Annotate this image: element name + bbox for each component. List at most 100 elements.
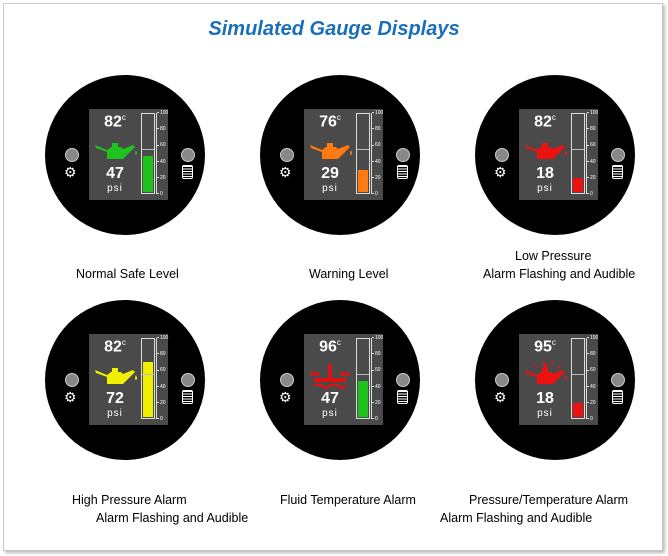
scale-tick: 40 <box>587 159 596 165</box>
menu-icon[interactable] <box>182 165 193 179</box>
scale-tick: 80 <box>372 126 381 132</box>
left-button[interactable] <box>280 373 294 387</box>
scale-tick: 20 <box>587 175 596 181</box>
gauge-caption: Alarm Flashing and Audible <box>96 511 249 525</box>
gear-icon[interactable]: ⚙ <box>279 389 292 405</box>
pressure-unit: psi <box>537 183 553 194</box>
pressure-bar <box>141 113 155 194</box>
right-button[interactable] <box>396 148 410 162</box>
scale-tick: 100 <box>587 335 598 341</box>
right-button[interactable] <box>396 373 410 387</box>
gauge-screen: 82c 18 psi 100 80 60 40 20 0 <box>519 109 598 200</box>
scale-tick: 80 <box>587 351 596 357</box>
threshold-line <box>572 374 584 376</box>
left-button[interactable] <box>280 148 294 162</box>
threshold-line <box>357 374 369 376</box>
menu-icon[interactable] <box>612 165 623 179</box>
scale-tick: 0 <box>587 191 593 197</box>
menu-icon[interactable] <box>397 165 408 179</box>
pressure-unit: psi <box>537 408 553 419</box>
scale-tick: 40 <box>372 384 381 390</box>
scale-tick: 20 <box>157 175 166 181</box>
scale-tick: 40 <box>157 159 166 165</box>
gear-icon[interactable]: ⚙ <box>64 164 77 180</box>
scale-tick: 80 <box>372 351 381 357</box>
scale-tick: 0 <box>157 191 163 197</box>
gauge-caption: High Pressure Alarm <box>72 493 187 507</box>
right-button[interactable] <box>181 373 195 387</box>
scale-tick: 20 <box>372 400 381 406</box>
left-button[interactable] <box>495 148 509 162</box>
gauge-caption: Pressure/Temperature Alarm <box>469 493 629 507</box>
scale-tick: 60 <box>587 367 596 373</box>
left-button[interactable] <box>65 373 79 387</box>
scale-tick: 100 <box>157 110 168 116</box>
scale-tick: 100 <box>157 335 168 341</box>
pressure-readout: 47 <box>321 390 339 407</box>
oil-can-temperature-icon <box>525 362 567 384</box>
pressure-readout: 18 <box>536 390 554 407</box>
menu-icon[interactable] <box>397 390 408 404</box>
gauge-caption: Alarm Flashing and Audible <box>483 267 636 281</box>
gauge: ⚙ 82c 18 psi 100 80 60 40 20 0 <box>475 75 635 235</box>
menu-icon[interactable] <box>612 390 623 404</box>
scale-tick: 40 <box>587 384 596 390</box>
pressure-bar-fill <box>143 155 153 192</box>
gauge-caption: Normal Safe Level <box>76 267 179 281</box>
pressure-readout: 18 <box>536 165 554 182</box>
temperature-readout: 76c <box>319 113 341 131</box>
left-button[interactable] <box>65 148 79 162</box>
threshold-line <box>142 149 154 151</box>
scale-tick: 60 <box>372 142 381 148</box>
pressure-readout: 47 <box>106 165 124 182</box>
pressure-bar <box>571 113 585 194</box>
scale-tick: 0 <box>157 416 163 422</box>
temperature-readout: 96c <box>319 338 341 356</box>
oil-can-icon <box>310 143 352 159</box>
scale-tick: 60 <box>587 142 596 148</box>
temperature-readout: 82c <box>104 113 126 131</box>
scale-tick: 20 <box>372 175 381 181</box>
oil-can-icon <box>95 368 137 384</box>
right-button[interactable] <box>611 148 625 162</box>
oil-can-icon <box>525 143 567 159</box>
pressure-bar-fill <box>573 403 583 417</box>
scale-tick: 0 <box>372 191 378 197</box>
gear-icon[interactable]: ⚙ <box>494 164 507 180</box>
right-button[interactable] <box>611 373 625 387</box>
scale-tick: 0 <box>587 416 593 422</box>
scale-tick: 20 <box>587 400 596 406</box>
pressure-bar-fill <box>573 178 583 192</box>
temperature-icon <box>310 364 350 389</box>
scale-tick: 20 <box>157 400 166 406</box>
pressure-unit: psi <box>322 183 338 194</box>
scale-tick: 80 <box>587 126 596 132</box>
temperature-readout: 82c <box>104 338 126 356</box>
scale-tick: 60 <box>157 142 166 148</box>
right-button[interactable] <box>181 148 195 162</box>
page-title: Simulated Gauge Displays <box>208 18 460 40</box>
gear-icon[interactable]: ⚙ <box>494 389 507 405</box>
pressure-bar-fill <box>143 361 153 417</box>
pressure-bar <box>571 338 585 419</box>
gauge-caption: Alarm Flashing and Audible <box>440 511 593 525</box>
gear-icon[interactable]: ⚙ <box>64 389 77 405</box>
menu-icon[interactable] <box>182 390 193 404</box>
left-button[interactable] <box>495 373 509 387</box>
temperature-readout: 82c <box>534 113 556 131</box>
scale-tick: 100 <box>587 110 598 116</box>
scale-tick: 100 <box>372 110 383 116</box>
pressure-bar-fill <box>358 169 368 192</box>
gear-icon[interactable]: ⚙ <box>279 164 292 180</box>
pressure-readout: 72 <box>106 390 124 407</box>
pressure-bar <box>356 113 370 194</box>
